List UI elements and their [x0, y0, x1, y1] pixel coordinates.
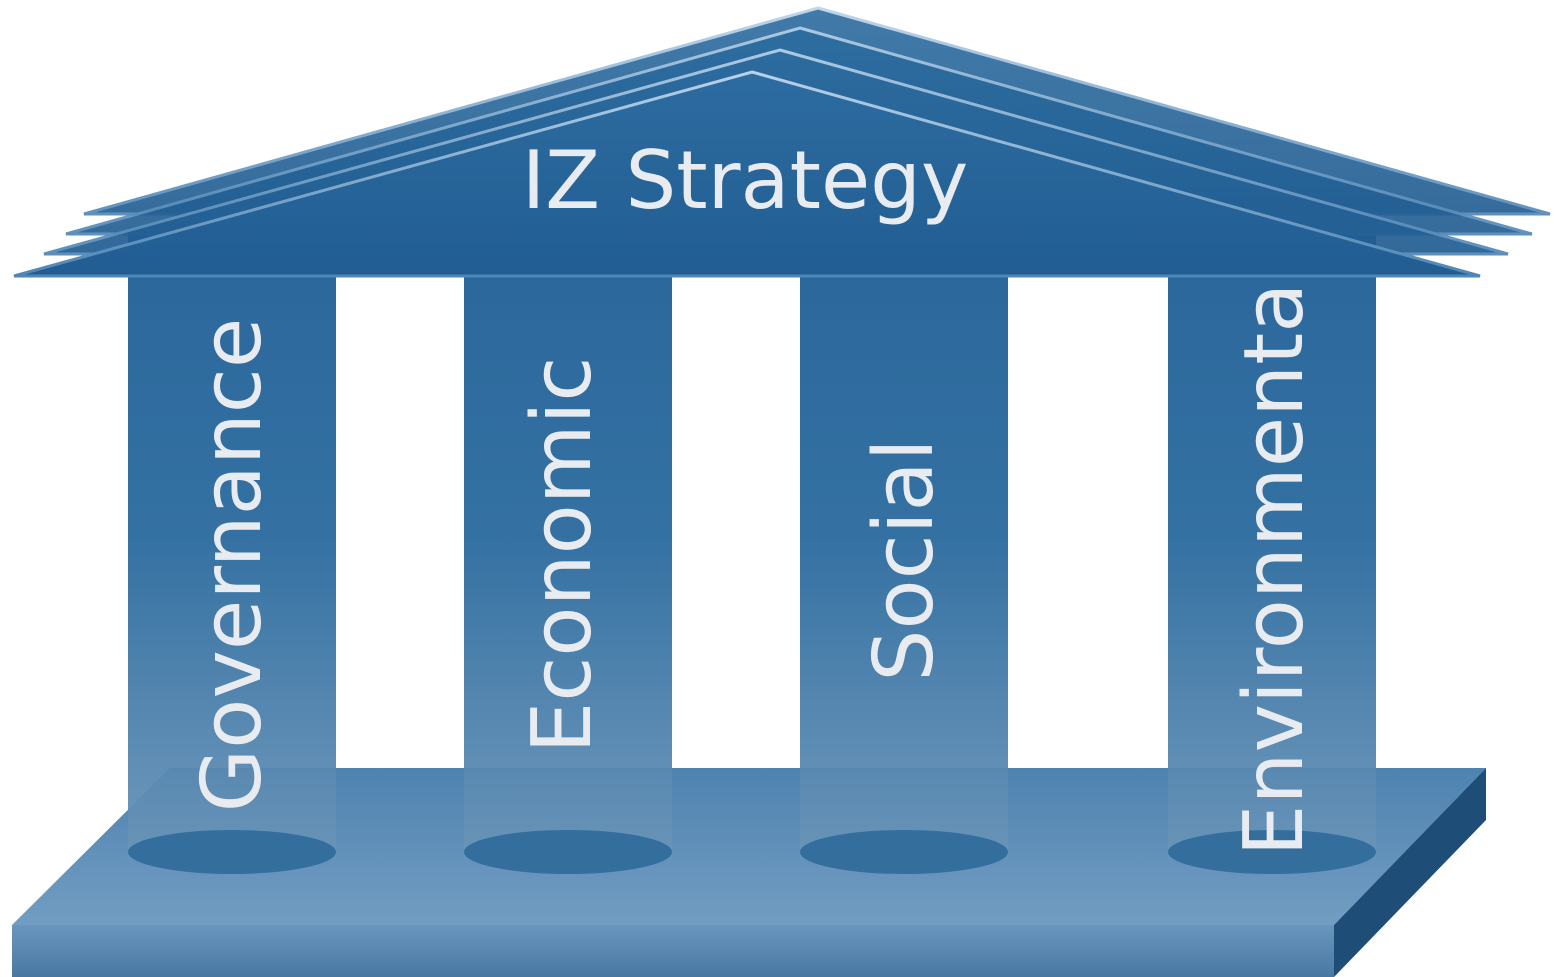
- pillar-social: [800, 232, 1008, 874]
- pillars-group: [128, 232, 1376, 874]
- base-side-face: [1334, 768, 1486, 977]
- pillar-label-environmental: Environmental: [1227, 260, 1322, 857]
- base-front-face: [12, 925, 1334, 977]
- pillar-governance: [128, 232, 336, 874]
- roof: IZ Strategy: [13, 6, 1551, 278]
- pillar-environmental: [1168, 232, 1376, 874]
- roof-layer-4: [13, 70, 1481, 278]
- pillar-label-social: Social: [857, 438, 952, 681]
- roof-title: IZ Strategy: [522, 134, 969, 227]
- base-top-face: [12, 768, 1486, 925]
- pillar-economic: [464, 232, 672, 874]
- pillar-label-economic: Economic: [515, 357, 610, 754]
- pillar-labels: Governance Economic Social Environmental: [185, 260, 1322, 857]
- base-platform: [12, 768, 1486, 977]
- pillar-label-governance: Governance: [185, 318, 280, 813]
